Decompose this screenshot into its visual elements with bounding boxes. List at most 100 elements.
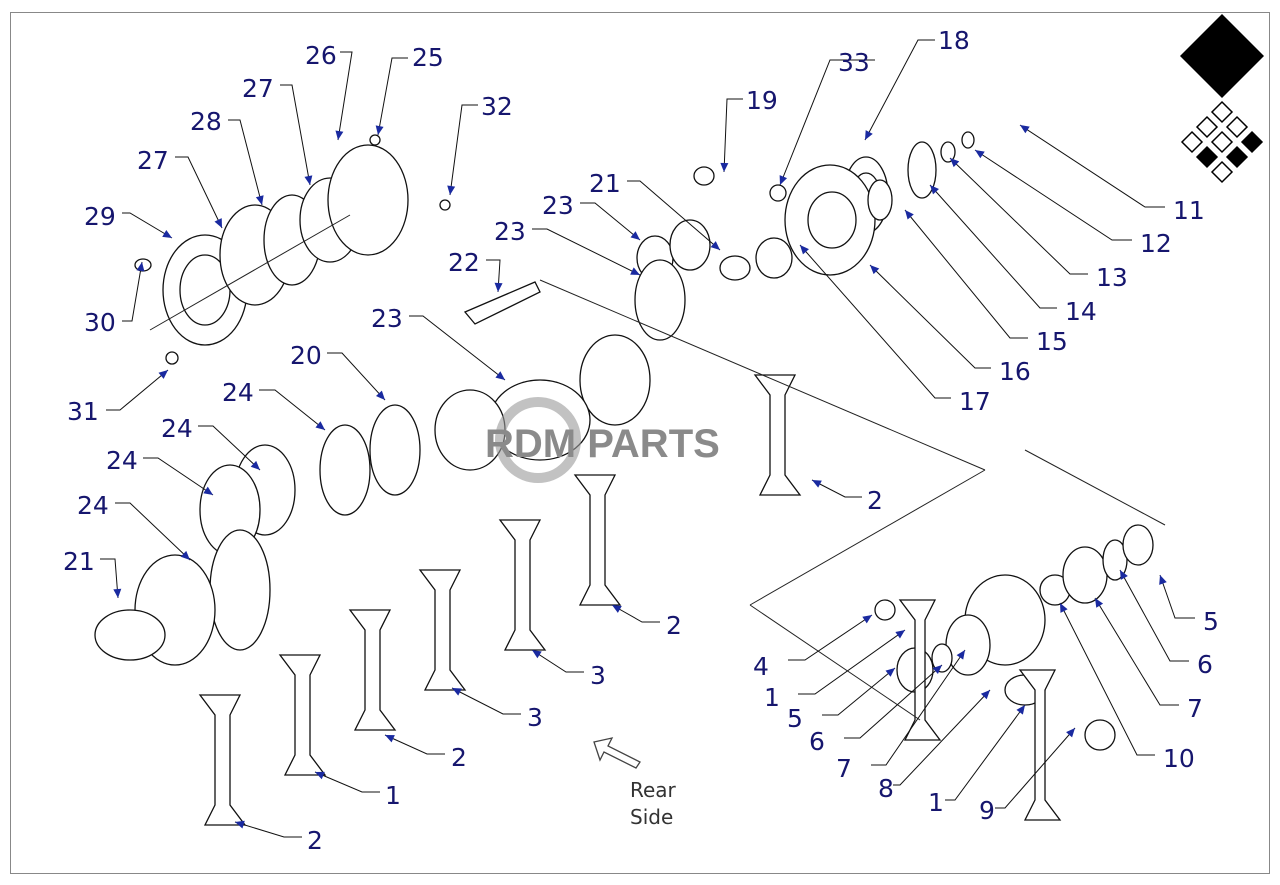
arrow-tip-icon xyxy=(862,615,872,624)
leader-line xyxy=(122,212,173,239)
leader-line xyxy=(1119,569,1189,662)
leader-line xyxy=(580,202,641,241)
rear-side-note-line2: Side xyxy=(630,805,673,829)
leader-line xyxy=(869,264,991,369)
callout-label: 30 xyxy=(84,308,116,337)
leader-line xyxy=(409,315,506,381)
leader-line xyxy=(280,84,311,186)
arrow-tip-icon xyxy=(800,245,809,255)
callout-label: 27 xyxy=(242,74,274,103)
arrow-tip-icon xyxy=(1060,603,1068,613)
part-outline xyxy=(669,219,711,271)
callout-label: 31 xyxy=(67,397,99,426)
part-outline xyxy=(1084,719,1116,751)
part-outline xyxy=(693,166,715,186)
leader-line xyxy=(115,502,191,561)
callout-label: 15 xyxy=(1036,327,1068,356)
callout-label: 24 xyxy=(161,414,193,443)
guide-line xyxy=(749,604,921,721)
callout-label: 9 xyxy=(979,796,995,825)
leader-line xyxy=(106,369,169,411)
leader-line xyxy=(327,352,386,401)
arrow-tip-icon xyxy=(113,588,122,598)
callout-label: 28 xyxy=(190,107,222,136)
part-outline xyxy=(634,259,686,341)
callout-label: 23 xyxy=(494,217,526,246)
leader-line xyxy=(337,51,353,141)
callout-label: 24 xyxy=(106,446,138,475)
leader-line xyxy=(1059,602,1155,756)
leader-line xyxy=(945,704,1026,801)
pin-part xyxy=(463,281,541,325)
callout-label: 24 xyxy=(77,491,109,520)
callout-label: 10 xyxy=(1163,744,1195,773)
callout-label: 1 xyxy=(928,788,944,817)
leader-line xyxy=(788,614,873,661)
callout-label: 25 xyxy=(412,43,444,72)
callout-label: 5 xyxy=(787,704,803,733)
callout-label: 32 xyxy=(481,92,513,121)
leader-line xyxy=(532,228,641,276)
arrow-tip-icon xyxy=(335,130,344,140)
arrow-tip-icon xyxy=(630,231,640,240)
arrow-tip-icon xyxy=(1159,575,1167,585)
arrow-tip-icon xyxy=(375,390,385,400)
arrow-tip-icon xyxy=(905,210,914,220)
callout-label: 18 xyxy=(938,26,970,55)
part-outline xyxy=(940,141,956,163)
arrow-tip-icon xyxy=(870,265,880,275)
part-outline xyxy=(1062,546,1108,604)
leader-line xyxy=(627,180,721,251)
leader-line xyxy=(949,157,1088,275)
callout-label: 27 xyxy=(137,146,169,175)
leader-line xyxy=(314,771,380,793)
linkage-plate xyxy=(498,519,547,651)
leader-line xyxy=(799,244,951,399)
leader-line xyxy=(122,261,143,322)
arrow-tip-icon xyxy=(315,771,325,780)
arrow-tip-icon xyxy=(532,650,542,659)
watermark-text: RDM PARTS xyxy=(485,422,720,466)
callout-label: 12 xyxy=(1140,229,1172,258)
guide-line xyxy=(1024,449,1166,526)
logo-diamond-icon xyxy=(1180,14,1264,184)
arrow-tip-icon xyxy=(1095,598,1104,608)
part-outline xyxy=(439,199,451,211)
callout-label: 2 xyxy=(307,826,323,855)
callout-label: 16 xyxy=(999,357,1031,386)
watermark: RDM PARTS xyxy=(485,397,720,483)
linkage-plate xyxy=(898,599,942,741)
callout-label: 26 xyxy=(305,41,337,70)
leader-line xyxy=(377,57,408,136)
part-outline xyxy=(945,614,991,676)
linkage-plate xyxy=(1018,669,1062,821)
part-outline xyxy=(579,334,651,426)
leader-line xyxy=(228,119,263,206)
part-outline xyxy=(369,404,421,496)
callout-label: 21 xyxy=(589,169,621,198)
callout-label: 2 xyxy=(867,486,883,515)
arrow-tip-icon xyxy=(495,371,505,380)
callout-label: 2 xyxy=(666,611,682,640)
part-outline xyxy=(94,609,166,661)
arrow-tip-icon xyxy=(255,195,264,205)
leader-line xyxy=(798,629,906,695)
leader-line xyxy=(100,558,119,599)
arrow-tip-icon xyxy=(494,282,503,292)
linkage-plate xyxy=(198,694,247,826)
callout-label: 33 xyxy=(838,48,870,77)
linkage-plate xyxy=(753,374,802,496)
arrow-tip-icon xyxy=(304,175,313,185)
arrow-tip-icon xyxy=(895,630,905,639)
leader-line xyxy=(864,39,935,141)
arrow-tip-icon xyxy=(250,460,260,470)
arrow-tip-icon xyxy=(779,175,788,185)
leader-line xyxy=(143,457,214,496)
callout-label: 3 xyxy=(527,703,543,732)
part-outline xyxy=(1102,539,1128,581)
arrow-tip-icon xyxy=(452,688,462,696)
leader-line xyxy=(384,734,445,755)
diagram-frame xyxy=(10,12,1270,874)
guide-line xyxy=(539,279,986,471)
